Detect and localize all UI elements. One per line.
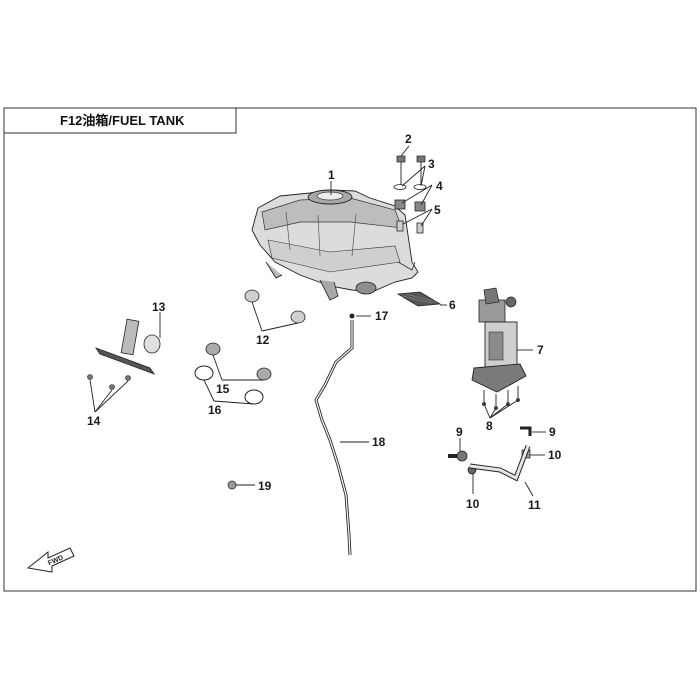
fwd-arrow: FWD <box>26 547 75 573</box>
callout-12: 12 <box>256 333 270 347</box>
callout-9a: 9 <box>456 425 463 439</box>
level-sender-part <box>87 318 161 390</box>
fuel-tank-part <box>251 189 419 301</box>
callout-15: 15 <box>216 382 230 396</box>
callout-3: 3 <box>428 157 435 171</box>
callout-10b: 10 <box>466 497 480 511</box>
callout-10a: 10 <box>548 448 562 462</box>
callout-2: 2 <box>405 132 412 146</box>
callout-1: 1 <box>328 168 335 182</box>
callout-14: 14 <box>87 414 101 428</box>
callout-4: 4 <box>436 179 443 193</box>
screw-part <box>227 480 237 490</box>
callout-17: 17 <box>375 309 389 323</box>
callout-11: 11 <box>528 498 541 512</box>
tank-mount-hardware <box>393 155 427 234</box>
fwd-label: FWD <box>47 554 64 567</box>
page-title: F12油箱/FUEL TANK <box>60 113 185 128</box>
pad-part <box>396 291 442 307</box>
breather-hose-part <box>314 313 355 556</box>
callout-7: 7 <box>537 343 544 357</box>
callout-labels: 1 2 3 4 5 6 7 8 9 9 10 10 11 12 13 14 15… <box>87 132 562 512</box>
callout-13: 13 <box>152 300 166 314</box>
outer-border <box>3 107 697 592</box>
fuel-pump-part <box>471 287 527 393</box>
callout-5: 5 <box>434 203 441 217</box>
callout-18: 18 <box>372 435 386 449</box>
leader-lines <box>89 145 546 497</box>
callout-9b: 9 <box>549 425 556 439</box>
callout-6: 6 <box>449 298 456 312</box>
fuel-line-parts <box>448 426 532 482</box>
callout-19: 19 <box>258 479 272 493</box>
cushion-oring-parts <box>194 342 272 405</box>
callout-16: 16 <box>208 403 222 417</box>
callout-8: 8 <box>486 419 493 433</box>
title-box <box>3 107 237 134</box>
